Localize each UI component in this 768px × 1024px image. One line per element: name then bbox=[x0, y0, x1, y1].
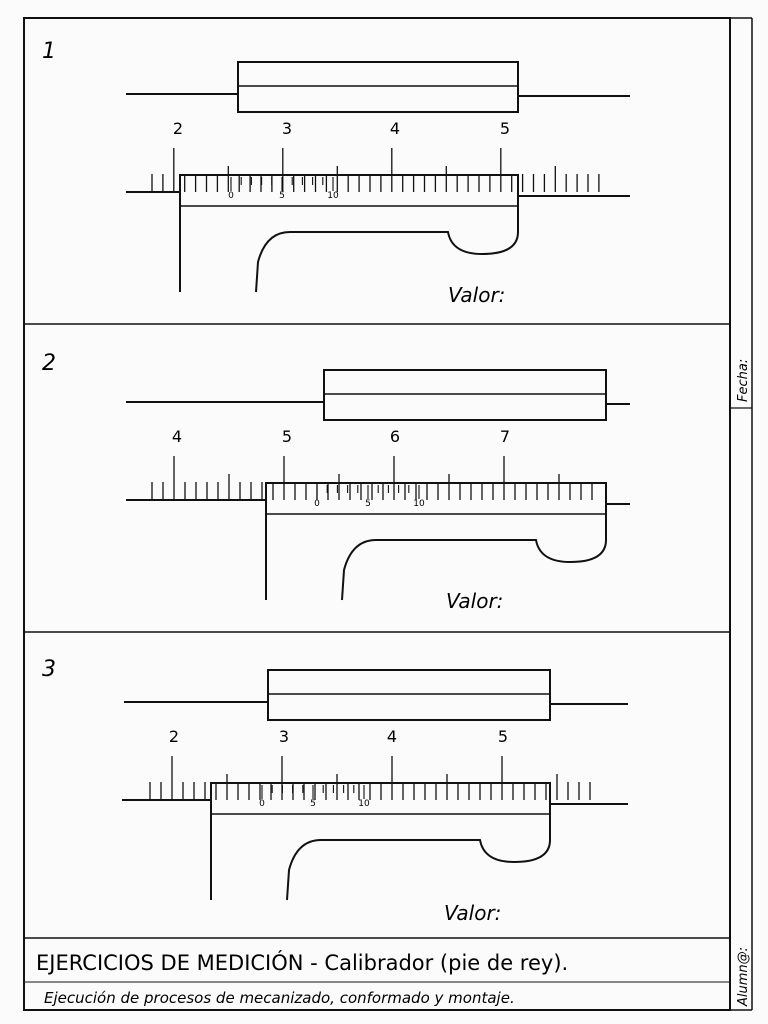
depth-rod-housing bbox=[323, 369, 607, 421]
exercise-2: 2 Valor: 4 5 6 7 0 5 10 bbox=[42, 351, 630, 613]
main-scale-label: 5 bbox=[282, 427, 292, 446]
valor-label: Valor: bbox=[444, 901, 501, 925]
vernier-label: 5 bbox=[310, 799, 316, 809]
main-scale-label: 3 bbox=[282, 119, 292, 138]
valor-label: Valor: bbox=[446, 589, 503, 613]
main-scale-label: 5 bbox=[500, 119, 510, 138]
vernier-label: 10 bbox=[358, 799, 370, 809]
worksheet-title: EJERCICIOS DE MEDICIÓN - Calibrador (pie… bbox=[36, 950, 568, 975]
exercise-1: 1 Valor: 2 3 4 5 0 5 10 bbox=[42, 39, 630, 307]
vernier-label: 0 bbox=[259, 799, 265, 809]
vernier-label: 0 bbox=[228, 191, 234, 201]
fecha-field: Fecha: bbox=[736, 359, 751, 402]
main-scale-label: 4 bbox=[390, 119, 400, 138]
vernier-label: 10 bbox=[327, 191, 339, 201]
main-scale-label: 3 bbox=[279, 727, 289, 746]
exercise-number: 2 bbox=[42, 351, 56, 376]
vernier-slider bbox=[265, 482, 607, 601]
depth-rod-housing bbox=[267, 669, 551, 721]
main-scale-label: 7 bbox=[500, 427, 510, 446]
main-scale-label: 5 bbox=[498, 727, 508, 746]
exercise-number: 3 bbox=[42, 657, 56, 682]
main-scale-label: 2 bbox=[169, 727, 179, 746]
worksheet-subtitle: Ejecución de procesos de mecanizado, con… bbox=[44, 989, 515, 1007]
alumno-field: Alumn@: bbox=[736, 947, 751, 1007]
vernier-slider bbox=[179, 174, 519, 293]
vernier-label: 10 bbox=[413, 499, 425, 509]
main-scale-label: 4 bbox=[387, 727, 397, 746]
main-scale-label: 4 bbox=[172, 427, 182, 446]
main-scale-label: 6 bbox=[390, 427, 400, 446]
valor-label: Valor: bbox=[448, 283, 505, 307]
main-scale-label: 2 bbox=[173, 119, 183, 138]
exercise-number: 1 bbox=[42, 39, 56, 64]
depth-rod-housing bbox=[237, 61, 519, 113]
vernier-label: 5 bbox=[279, 191, 285, 201]
vernier-label: 5 bbox=[365, 499, 371, 509]
vernier-slider bbox=[210, 782, 551, 901]
exercise-3: 3 Valor: 2 3 4 5 0 5 10 bbox=[42, 657, 628, 925]
vernier-label: 0 bbox=[314, 499, 320, 509]
